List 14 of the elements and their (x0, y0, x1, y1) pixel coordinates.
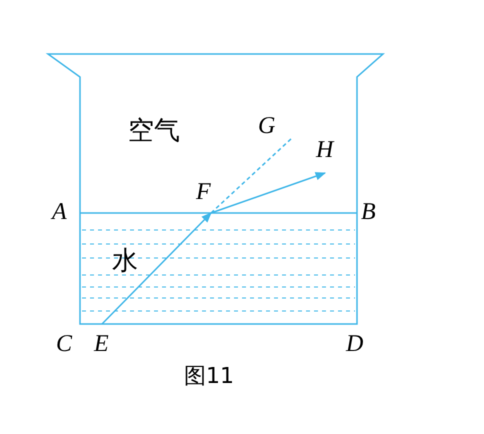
extension-line (210, 137, 292, 214)
medium-label: 水 (112, 248, 138, 274)
light-ray-arrow (101, 212, 212, 325)
figure-caption: 图11 (184, 366, 234, 388)
point-label: C (56, 332, 72, 356)
point-label: H (316, 138, 334, 162)
light-ray-arrow (210, 172, 326, 214)
point-label: A (52, 200, 67, 224)
point-label: F (196, 180, 211, 204)
point-label: E (94, 332, 109, 356)
point-label: G (258, 114, 276, 138)
point-label: D (346, 332, 364, 356)
medium-label: 空气 (128, 118, 180, 144)
point-label: B (361, 200, 376, 224)
